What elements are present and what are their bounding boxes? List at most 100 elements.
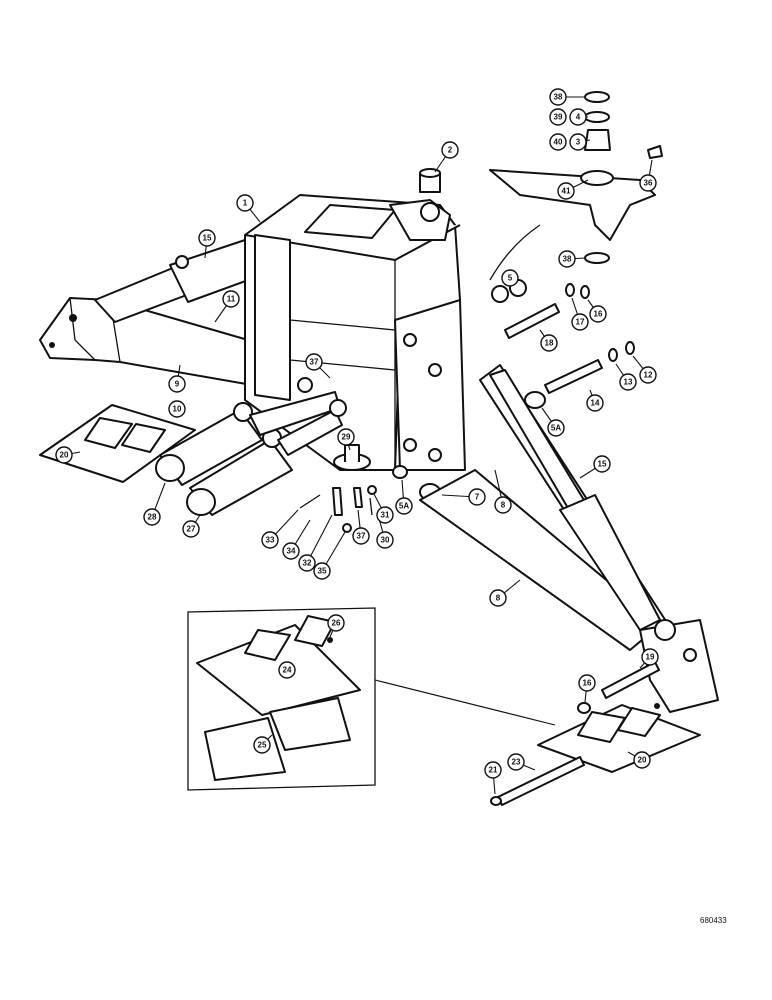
callout-label: 9	[175, 380, 180, 389]
inset-detail	[187, 607, 556, 791]
callout-label: 5A	[551, 424, 561, 433]
callout-label: 17	[576, 318, 585, 327]
callout-c11: 11	[214, 290, 240, 323]
callout-c23: 23	[507, 753, 536, 771]
callout-c19: 19	[639, 648, 659, 669]
callout-circle	[222, 290, 240, 308]
callout-circle	[298, 554, 316, 572]
callout-label: 2	[448, 146, 453, 155]
callout-label: 13	[624, 378, 633, 387]
callout-label: 32	[303, 559, 312, 568]
callout-label: 12	[644, 371, 653, 380]
callout-c7: 7	[441, 488, 486, 506]
callout-label: 38	[563, 255, 572, 264]
callout-circle	[489, 589, 507, 607]
callout-c20a: 20	[55, 446, 81, 464]
callout-c9: 9	[168, 364, 186, 393]
callout-circle	[376, 506, 394, 524]
callout-circle	[468, 488, 486, 506]
callout-c12: 12	[632, 355, 657, 384]
callout-circle	[639, 174, 657, 192]
callout-circle	[557, 182, 575, 200]
callout-c35: 35	[313, 531, 346, 580]
callout-c36: 36	[639, 159, 657, 192]
callout-c26: 26	[327, 614, 345, 638]
callout-circle	[547, 419, 565, 437]
callout-c14: 14	[586, 389, 604, 412]
callout-circle	[327, 614, 345, 632]
left-cylinder-15	[94, 239, 263, 323]
callout-circle	[571, 313, 589, 331]
callout-circle	[198, 229, 216, 247]
callout-circle	[352, 527, 370, 545]
callout-circle	[313, 562, 331, 580]
callout-circle	[633, 751, 651, 769]
callout-label: 3	[576, 138, 581, 147]
callout-circle	[278, 661, 296, 679]
callout-label: 27	[187, 525, 196, 534]
callout-c13: 13	[615, 363, 637, 391]
callout-c16a: 16	[587, 299, 607, 323]
callout-label: 24	[283, 666, 292, 675]
callout-circle	[337, 428, 355, 446]
callout-c15b: 15	[579, 455, 611, 479]
callout-circle	[261, 531, 279, 549]
callout-layer: 123455A5A7889101112131415151616171819202…	[55, 88, 659, 795]
callout-circle	[143, 508, 161, 526]
callout-label: 7	[475, 493, 480, 502]
callout-c24: 24	[278, 661, 296, 679]
callout-circle	[441, 141, 459, 159]
callout-label: 37	[357, 532, 366, 541]
callout-c16b: 16	[578, 674, 596, 703]
callout-label: 5A	[399, 502, 409, 511]
callout-c2: 2	[434, 141, 459, 173]
callout-c37b: 37	[352, 509, 370, 545]
callout-c5a2: 5A	[541, 407, 565, 437]
callout-label: 25	[258, 741, 267, 750]
callout-label: 21	[489, 766, 498, 775]
callout-label: 20	[638, 756, 647, 765]
callout-circle	[569, 108, 587, 126]
callout-c10: 10	[168, 400, 186, 418]
callout-circle	[593, 455, 611, 473]
callout-c1: 1	[236, 194, 261, 223]
callout-c21: 21	[484, 761, 502, 795]
callout-c18: 18	[539, 329, 558, 352]
callout-label: 41	[562, 187, 571, 196]
callout-circle	[549, 108, 567, 126]
left-stabilizer-arm	[39, 297, 253, 386]
callout-circle	[641, 648, 659, 666]
callout-label: 14	[591, 399, 600, 408]
callout-label: 31	[381, 511, 390, 520]
callout-label: 37	[310, 358, 319, 367]
callout-label: 23	[512, 758, 521, 767]
callout-c17: 17	[571, 297, 589, 331]
callout-circle	[168, 400, 186, 418]
callout-c39: 39	[549, 108, 567, 126]
callout-label: 15	[203, 234, 212, 243]
callout-circle	[549, 133, 567, 151]
callout-c25: 25	[253, 734, 273, 754]
callout-label: 8	[501, 501, 506, 510]
callout-label: 29	[342, 433, 351, 442]
callout-circle	[484, 761, 502, 779]
callout-c32: 32	[298, 514, 333, 572]
callout-circle	[253, 736, 271, 754]
callout-circle	[305, 353, 323, 371]
callout-circle	[501, 269, 519, 287]
callout-label: 35	[318, 567, 327, 576]
callout-c38b: 38	[549, 88, 585, 106]
callout-circle	[549, 88, 567, 106]
callout-circle	[376, 531, 394, 549]
callout-c8a: 8	[494, 469, 512, 514]
leader-line	[306, 514, 333, 564]
callout-label: 19	[646, 653, 655, 662]
callout-c3: 3	[569, 133, 591, 151]
callout-circle	[589, 305, 607, 323]
callout-circle	[395, 497, 413, 515]
callout-label: 5	[508, 274, 513, 283]
callout-c29: 29	[337, 428, 355, 451]
callout-label: 40	[554, 138, 563, 147]
callout-circle	[168, 375, 186, 393]
